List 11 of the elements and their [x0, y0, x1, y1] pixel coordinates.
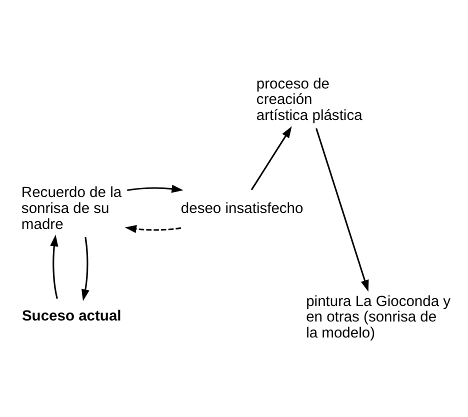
arrow: [127, 184, 184, 192]
arrow: [81, 236, 90, 300]
arrow: [50, 234, 58, 298]
node-text: deseo insatisfecho: [180, 200, 304, 216]
arrow: [250, 126, 292, 190]
node-text: Suceso actual: [22, 308, 122, 324]
node-text: pintura La Gioconda y en otras (sonrisa de la modelo): [306, 293, 451, 342]
node-text: Recuerdo de la sonrisa de su madre: [21, 184, 122, 232]
arrow: [124, 224, 182, 233]
node-text: proceso de creación artística plástica: [256, 76, 362, 124]
arrow: [316, 128, 369, 292]
